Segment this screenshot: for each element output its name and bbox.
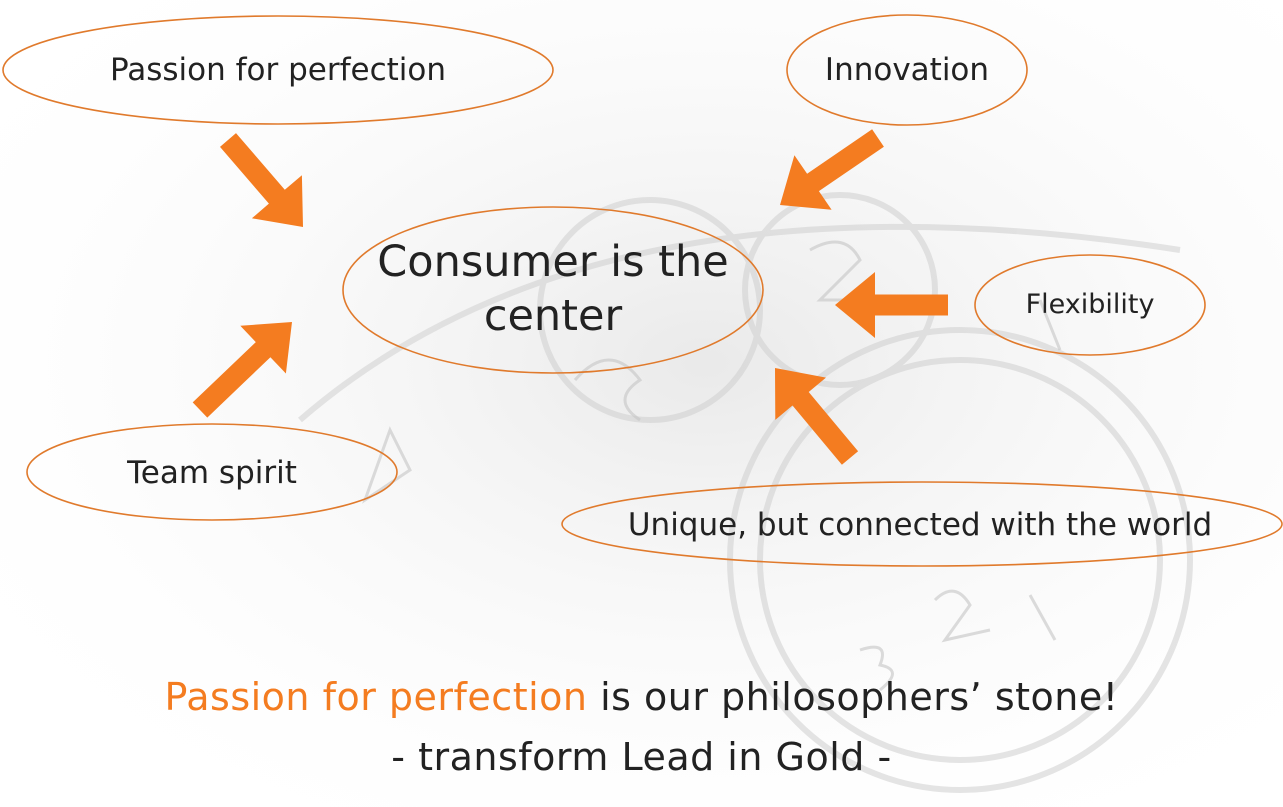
arrow-innovation-to-center — [780, 129, 884, 210]
ellipse-team — [26, 423, 398, 521]
value-passion-label: Passion for perfection — [109, 51, 447, 88]
arrow-unique-to-center — [775, 368, 859, 465]
value-flexibility-label: Flexibility — [1025, 289, 1155, 321]
ellipse-center — [342, 206, 764, 374]
ellipse-innovation — [786, 14, 1028, 126]
center-label: Consumer is the center — [377, 237, 729, 341]
value-innovation-label: Innovation — [824, 51, 990, 88]
caption-highlight: Passion for perfection — [164, 675, 588, 719]
ellipse-passion — [2, 15, 554, 125]
arrow-team-to-center — [192, 322, 292, 418]
caption-line-1-rest: is our philosophers’ stone! — [587, 675, 1119, 719]
value-unique-label: Unique, but connected with the world — [627, 506, 1213, 543]
arrow-flexibility-to-center — [835, 272, 948, 338]
arrow-passion-to-center — [220, 133, 303, 227]
caption-line-2: - transform Lead in Gold - — [391, 735, 892, 779]
value-team-label: Team spirit — [127, 454, 297, 491]
ellipse-flexibility — [974, 254, 1206, 356]
caption-line-1: Passion for perfection is our philosophe… — [0, 675, 1283, 719]
ellipse-unique — [561, 481, 1283, 567]
